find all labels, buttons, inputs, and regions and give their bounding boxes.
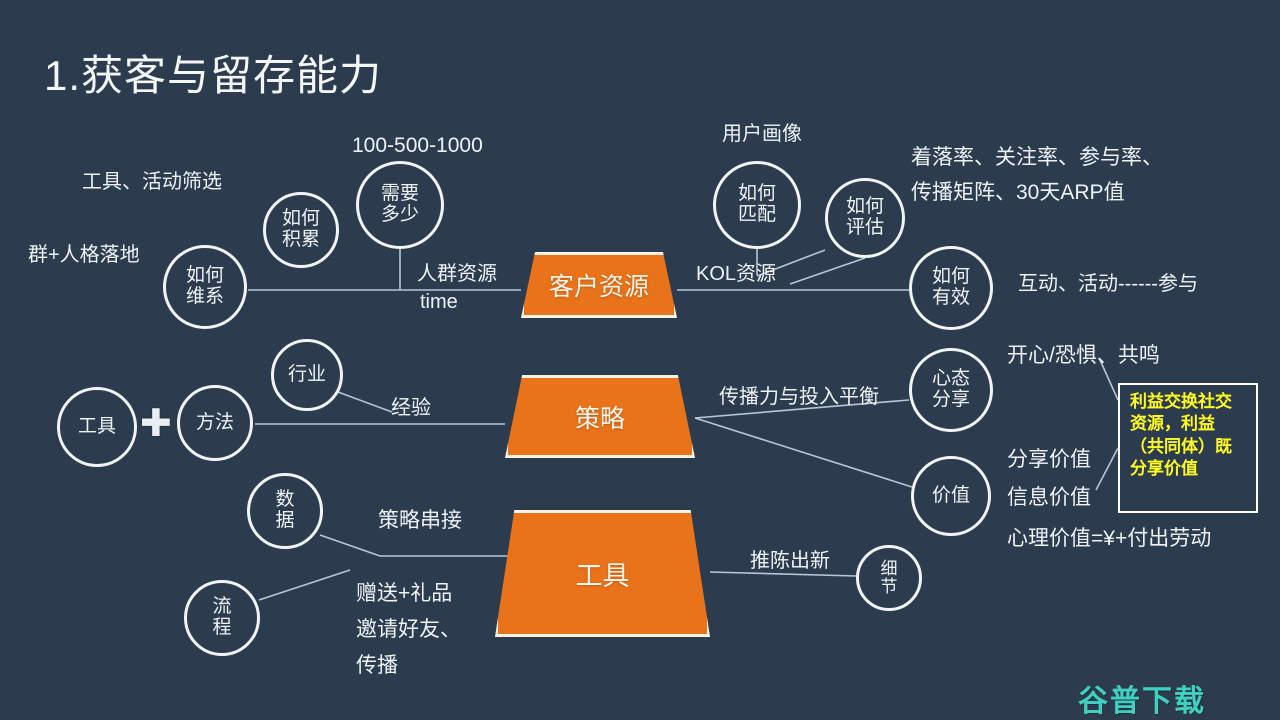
circle-node-label: 如何 <box>185 265 224 287</box>
circle-node-label: 如何 <box>931 266 970 288</box>
page-title: 1.获客与留存能力 <box>44 52 383 99</box>
circle-node-label: 心态 <box>931 368 970 390</box>
label-time: time <box>420 291 458 313</box>
label-spread-balance: 传播力与投入平衡 <box>719 386 879 408</box>
circle-node-how-effective[interactable]: 如何有效 <box>909 246 993 330</box>
circle-node-label: 多少 <box>380 204 419 225</box>
label-gift-invite-line3: 传播 <box>356 654 398 677</box>
label-tool-activity-filter: 工具、活动筛选 <box>82 171 222 193</box>
circle-node-how-many[interactable]: 需要多少 <box>356 161 444 249</box>
label-happy-fear-resonance: 开心/恐惧、共鸣 <box>1007 344 1160 367</box>
circle-node-label: 评估 <box>845 217 884 238</box>
label-strategy-chain: 策略串接 <box>378 509 462 532</box>
watermark: 谷普下载 <box>1078 685 1206 718</box>
label-experience: 经验 <box>391 397 431 419</box>
circle-node-label: 如何 <box>737 183 776 205</box>
circle-node-label: 需要 <box>380 183 419 205</box>
circle-node-method[interactable]: 方法 <box>177 385 253 461</box>
circle-node-how-accumulate[interactable]: 如何积累 <box>263 192 339 268</box>
circle-node-how-maintain[interactable]: 如何维系 <box>163 245 247 329</box>
circle-node-label: 分享 <box>931 389 970 410</box>
circle-node-how-match[interactable]: 如何匹配 <box>713 161 801 249</box>
circle-node-mindset-share[interactable]: 心态分享 <box>909 348 993 432</box>
label-metrics-line2: 传播矩阵、30天ARP值 <box>911 181 1125 204</box>
label-user-persona: 用户画像 <box>722 123 802 145</box>
label-interaction-activity: 互动、活动------参与 <box>1018 273 1198 295</box>
circle-node-label: 如何 <box>281 208 320 230</box>
circle-node-how-evaluate[interactable]: 如何评估 <box>825 178 905 258</box>
circle-node-tool[interactable]: 工具 <box>57 387 137 467</box>
trapezoid-node-strategy[interactable]: 策略 <box>505 375 695 458</box>
circle-node-label: 如何 <box>845 196 884 218</box>
circle-node-label: 行业 <box>287 363 326 385</box>
circle-node-label: 节 <box>880 577 898 596</box>
trapezoid-node-tool-trapezoid[interactable]: 工具 <box>495 510 710 637</box>
benefit-exchange-note: 利益交换社交 资源，利益 （共同体）既 分享价值 <box>1118 383 1258 513</box>
circle-node-label: 数 <box>275 489 295 511</box>
circle-node-value[interactable]: 价值 <box>911 456 991 536</box>
label-info-value: 信息价值 <box>1007 486 1091 509</box>
circle-node-process[interactable]: 流程 <box>184 580 260 656</box>
circle-node-label: 价值 <box>931 484 970 506</box>
label-metrics-line1: 着落率、关注率、参与率、 <box>911 146 1163 169</box>
circle-node-label: 有效 <box>931 287 970 308</box>
circle-node-detail[interactable]: 细节 <box>856 545 922 611</box>
label-gift-invite-line2: 邀请好友、 <box>356 618 461 641</box>
circle-node-label: 流 <box>212 596 232 618</box>
circle-node-label: 细 <box>880 558 898 578</box>
circle-node-data[interactable]: 数据 <box>247 473 323 549</box>
label-scale-numbers: 100-500-1000 <box>352 134 483 157</box>
circle-node-label: 匹配 <box>737 204 776 225</box>
label-push-new: 推陈出新 <box>750 550 830 572</box>
circle-node-label: 据 <box>275 510 295 531</box>
circle-node-label: 程 <box>212 617 232 638</box>
label-crowd-resource: 人群资源 <box>417 263 497 285</box>
circle-node-label: 工具 <box>77 415 116 437</box>
plus-icon: ✚ <box>140 403 172 445</box>
label-psych-value: 心理价值=¥+付出劳动 <box>1007 527 1212 550</box>
label-share-value: 分享价值 <box>1007 448 1091 471</box>
circle-node-label: 维系 <box>185 286 224 307</box>
label-gift-invite-line1: 赠送+礼品 <box>356 582 453 605</box>
circle-node-label: 方法 <box>195 411 234 433</box>
circle-node-industry[interactable]: 行业 <box>271 339 343 411</box>
trapezoid-node-customer-resource[interactable]: 客户资源 <box>521 252 677 318</box>
circle-node-label: 积累 <box>281 229 320 250</box>
label-kol-resource: KOL资源 <box>696 263 777 285</box>
label-group-persona: 群+人格落地 <box>28 244 140 266</box>
